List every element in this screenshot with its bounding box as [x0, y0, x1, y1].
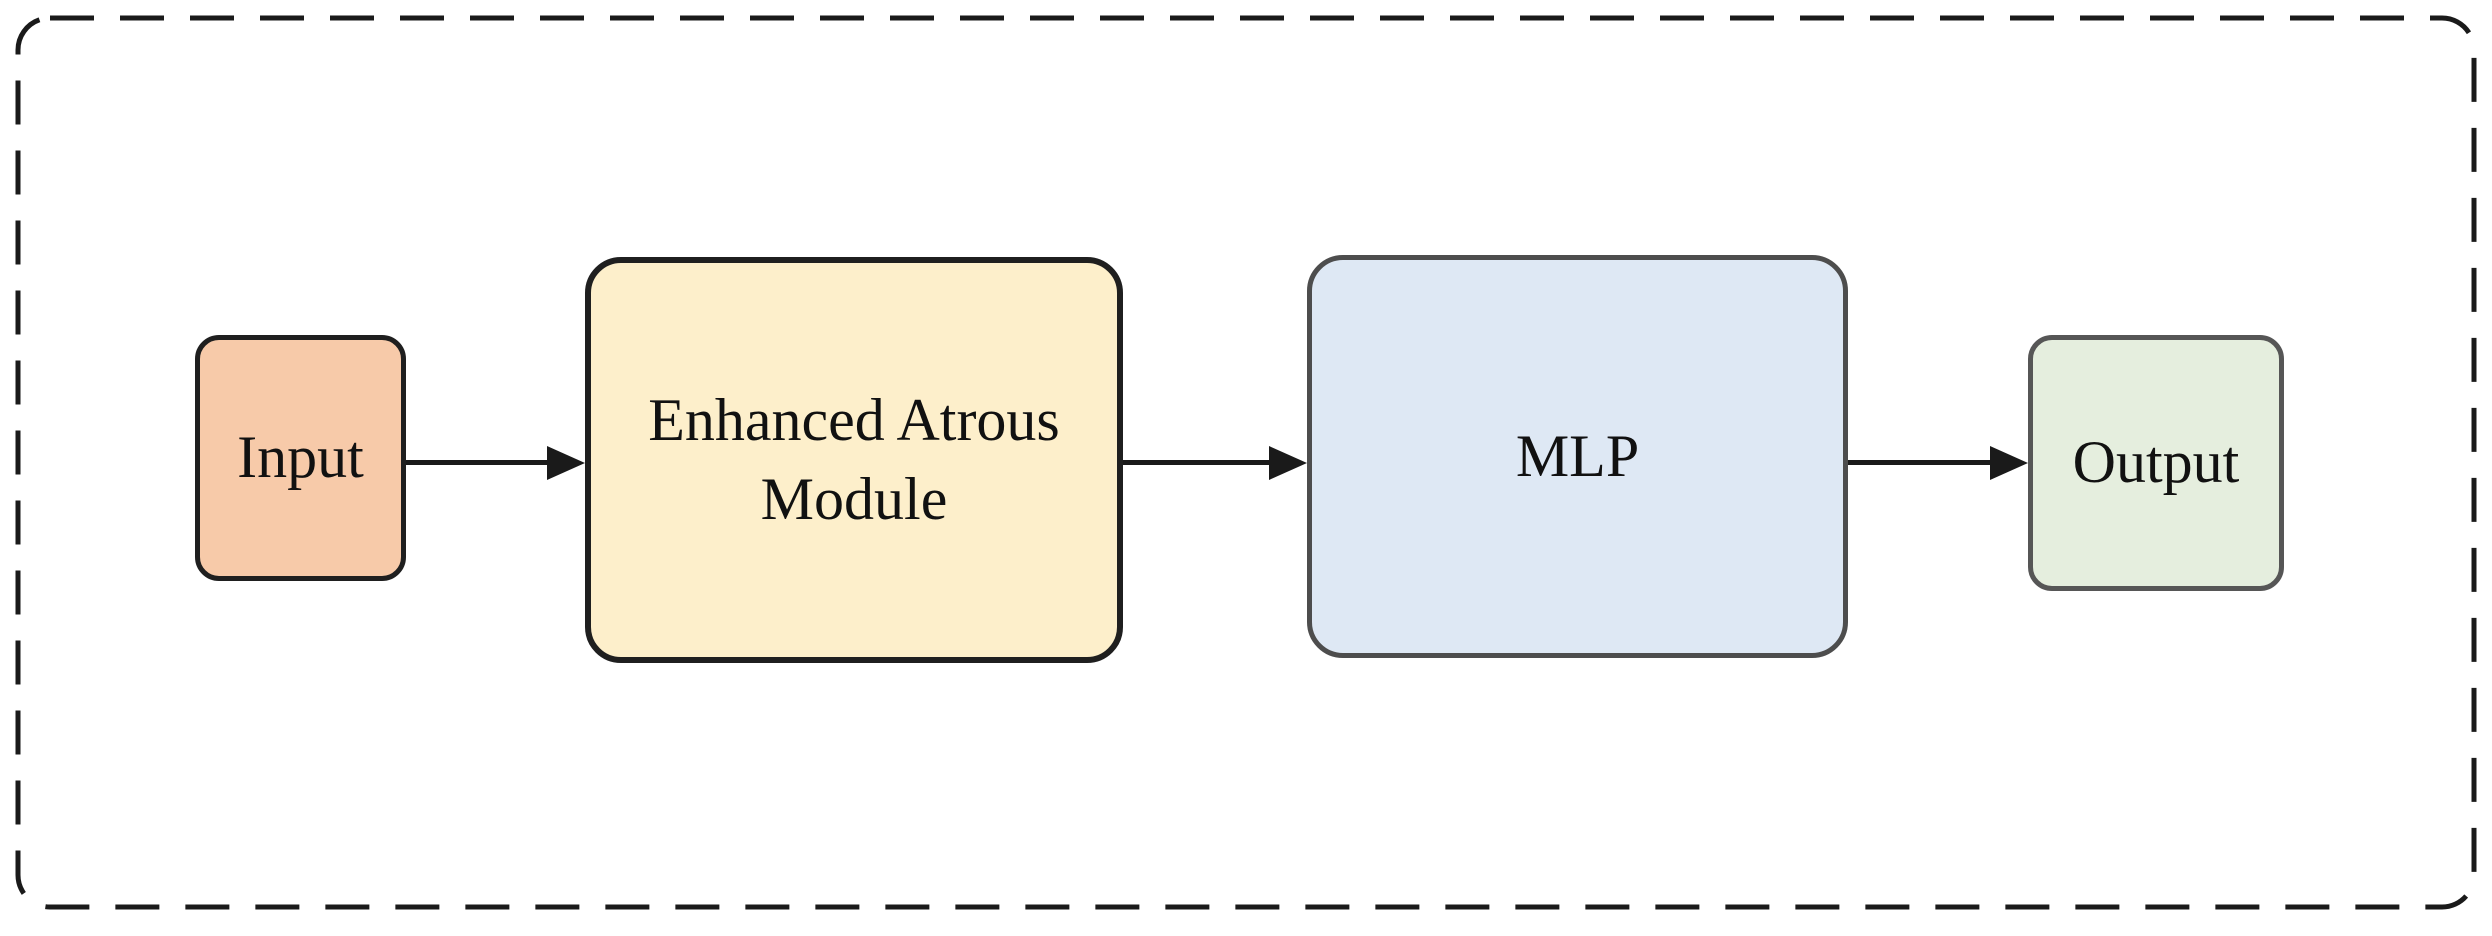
arrowhead-icon	[1269, 446, 1307, 480]
node-output: Output	[2028, 335, 2284, 591]
node-input-label: Input	[237, 424, 364, 491]
arrowhead-icon	[1990, 446, 2028, 480]
arrow-shaft	[1123, 460, 1283, 465]
arrow-shaft	[1848, 460, 2004, 465]
arrow-shaft	[406, 460, 561, 465]
arrow-input-to-enhanced-atrous-module	[406, 446, 585, 480]
node-enhanced-atrous-module: Enhanced Atrous Module	[585, 257, 1123, 663]
node-mlp: MLP	[1307, 255, 1848, 658]
arrow-mlp-to-output	[1848, 446, 2028, 480]
node-enhanced-atrous-module-label: Enhanced Atrous Module	[648, 386, 1060, 532]
arrow-enhanced-atrous-module-to-mlp	[1123, 446, 1307, 480]
arrowhead-icon	[547, 446, 585, 480]
node-output-label: Output	[2072, 429, 2240, 496]
node-mlp-label: MLP	[1515, 422, 1640, 489]
node-input: Input	[195, 335, 406, 581]
